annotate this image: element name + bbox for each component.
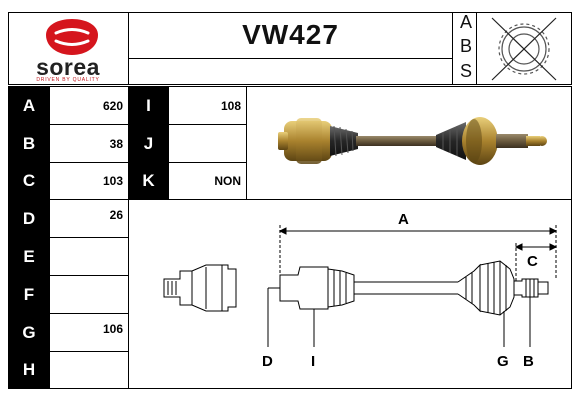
drive-shaft-photo <box>278 117 547 165</box>
spec-value-d-text: 26 <box>109 208 123 222</box>
dimension-label-a: A <box>398 211 409 228</box>
spec-value-h <box>49 351 129 389</box>
spec-value-a-text: 620 <box>102 98 123 113</box>
spec-value-g-text: 106 <box>102 322 123 336</box>
brand-tagline: DRIVEN BY QUALITY <box>36 77 100 83</box>
spec-value-c: 103 <box>49 162 129 200</box>
abs-cell <box>452 12 477 85</box>
spec-value-d: 26 <box>49 199 129 238</box>
spec-label-h: H <box>8 351 50 389</box>
spec-label-i: I <box>128 86 169 125</box>
spec-label-b: B <box>8 124 50 163</box>
dimension-label-d: D <box>262 353 273 370</box>
spec-value-k: NON <box>168 162 247 200</box>
spec-value-k-text: NON <box>214 174 241 188</box>
spec-label-g: G <box>8 313 50 352</box>
dimension-label-b: B <box>523 353 534 370</box>
sorea-logo-icon <box>46 19 98 55</box>
spec-label-f: F <box>8 275 50 314</box>
spec-value-b: 38 <box>49 124 129 163</box>
abs-letter-a: A <box>459 12 472 32</box>
brand-name: sorea <box>36 54 100 80</box>
spec-label-k: K <box>128 162 169 200</box>
spec-label-c: C <box>8 162 50 200</box>
abs-letter-s: S <box>459 61 472 81</box>
spec-value-b-text: 38 <box>109 136 123 151</box>
abs-letter-b: B <box>459 36 472 56</box>
dimension-label-i: I <box>311 353 316 370</box>
dimension-label-c: C <box>527 253 538 270</box>
technical-drawing <box>163 225 558 347</box>
spec-value-g: 106 <box>49 313 129 352</box>
spec-value-a: 620 <box>49 86 129 125</box>
spec-value-e <box>49 237 129 276</box>
spec-value-i: 108 <box>168 86 247 125</box>
spec-label-d: D <box>8 199 50 238</box>
title-subrow <box>128 58 453 85</box>
part-number: VW427 <box>242 19 339 50</box>
spec-label-e: E <box>8 237 50 276</box>
dimension-label-g: G <box>497 353 509 370</box>
abs-ring-crossed-icon <box>491 17 557 81</box>
spec-value-c-text: 103 <box>102 174 123 188</box>
spec-value-j <box>168 124 247 163</box>
spec-value-f <box>49 275 129 314</box>
spec-label-j: J <box>128 124 169 163</box>
spec-label-a: A <box>8 86 50 125</box>
spec-value-i-text: 108 <box>220 98 241 113</box>
